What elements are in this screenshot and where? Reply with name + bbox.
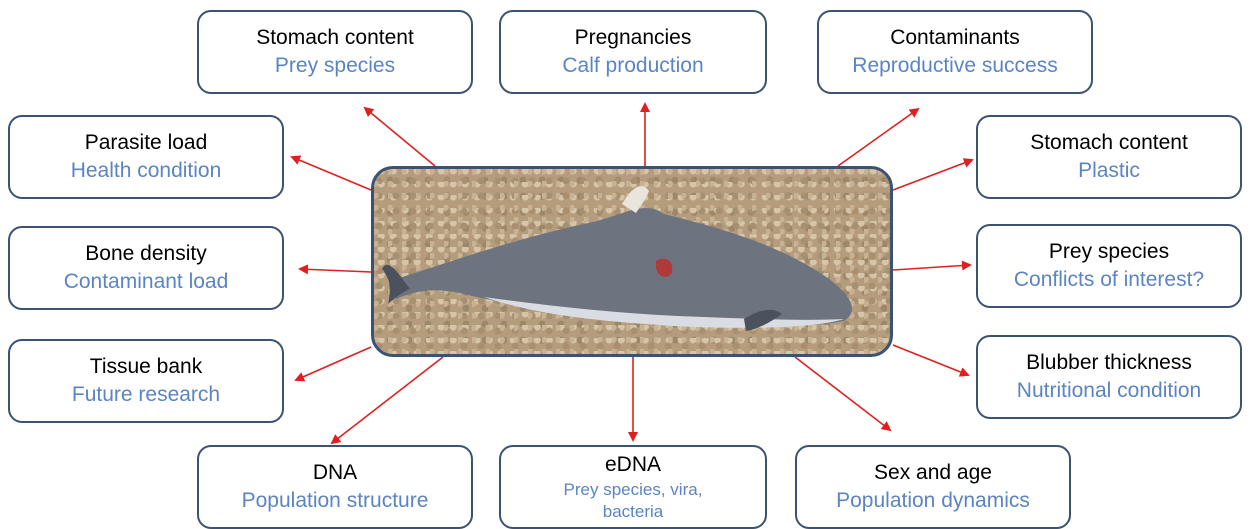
node-tissue-bank: Tissue bank Future research — [8, 339, 284, 423]
arrow-to-blubber — [893, 345, 968, 375]
arrow-to-dna — [332, 357, 443, 443]
node-subtitle: Population structure — [242, 487, 429, 515]
porpoise-illustration — [374, 169, 890, 354]
node-subtitle: Conflicts of interest? — [1014, 266, 1204, 294]
stranded-porpoise-photo — [371, 166, 893, 357]
node-subtitle: Future research — [72, 381, 220, 409]
arrow-to-stomach-prey — [365, 108, 435, 166]
node-title: Stomach content — [256, 24, 414, 52]
node-subtitle: Health condition — [71, 157, 222, 185]
node-stomach-content-plastic: Stomach content Plastic — [976, 115, 1242, 199]
node-subtitle: Prey species — [275, 52, 395, 80]
node-bone-density: Bone density Contaminant load — [8, 226, 284, 310]
node-title: Pregnancies — [575, 24, 692, 52]
arrow-to-parasite — [292, 157, 371, 190]
arrow-to-tissue — [296, 347, 371, 380]
node-subtitle: Plastic — [1078, 157, 1140, 185]
node-pregnancies: Pregnancies Calf production — [499, 10, 767, 94]
node-dna: DNA Population structure — [197, 445, 473, 529]
node-stomach-content-prey: Stomach content Prey species — [197, 10, 473, 94]
node-subtitle: Reproductive success — [852, 52, 1057, 80]
node-title: Parasite load — [85, 129, 208, 157]
node-title: Blubber thickness — [1026, 349, 1192, 377]
node-title: Sex and age — [874, 459, 992, 487]
node-contaminants: Contaminants Reproductive success — [817, 10, 1093, 94]
arrow-to-contaminants — [838, 109, 918, 166]
arrow-to-bone — [300, 269, 371, 272]
porpoise-body — [396, 208, 852, 325]
node-title: Bone density — [85, 240, 206, 268]
node-title: Prey species — [1049, 238, 1169, 266]
node-subtitle: Prey species, vira, bacteria — [543, 479, 723, 523]
node-title: Tissue bank — [90, 353, 202, 381]
node-sex-and-age: Sex and age Population dynamics — [795, 445, 1071, 529]
node-subtitle: Contaminant load — [64, 268, 229, 296]
node-subtitle: Population dynamics — [836, 487, 1030, 515]
node-parasite-load: Parasite load Health condition — [8, 115, 284, 199]
arrow-to-stomach-plastic — [893, 160, 972, 190]
arrow-to-prey — [893, 265, 970, 270]
node-subtitle: Nutritional condition — [1017, 377, 1201, 405]
node-title: eDNA — [605, 451, 661, 479]
arrow-to-sexage — [795, 357, 890, 430]
node-edna: eDNA Prey species, vira, bacteria — [499, 445, 767, 529]
node-subtitle: Calf production — [562, 52, 703, 80]
node-title: Contaminants — [890, 24, 1020, 52]
node-title: DNA — [313, 459, 357, 487]
node-title: Stomach content — [1030, 129, 1188, 157]
node-blubber-thickness: Blubber thickness Nutritional condition — [976, 335, 1242, 419]
node-prey-species: Prey species Conflicts of interest? — [976, 224, 1242, 308]
